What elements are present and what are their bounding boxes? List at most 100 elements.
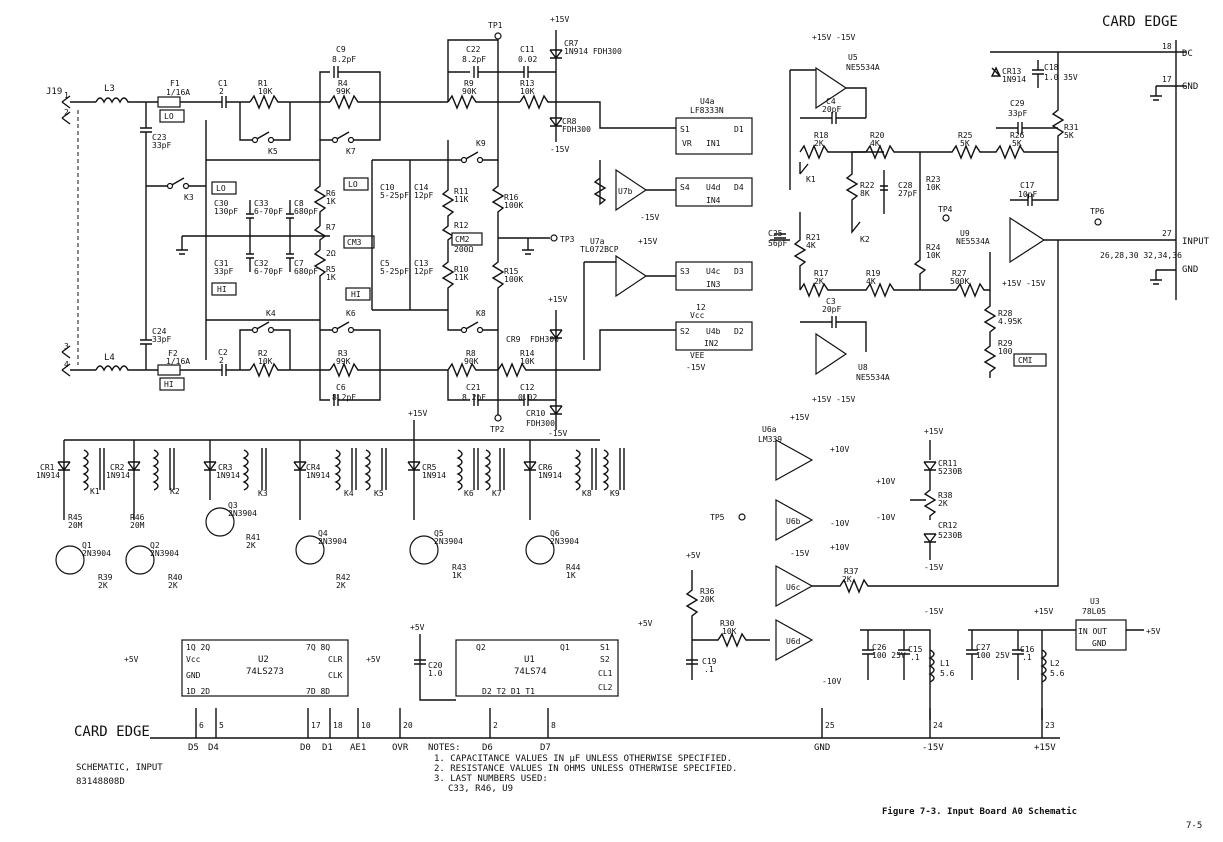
r19-value: 4K [866, 277, 876, 286]
q1-transistor [55, 545, 85, 575]
note-3-values: C33, R46, U9 [448, 784, 513, 794]
svg-text:3: 3 [64, 342, 69, 351]
power-section: -15V C26 100 25V C15 .1 L1 5.6 +15V C27 … [860, 597, 1161, 720]
c27-label: C27 [976, 643, 991, 652]
c1-label: C1 [218, 79, 228, 88]
c32-label: C32 [254, 259, 269, 268]
card-edge-pin-signal: GND [814, 743, 830, 753]
tp1-marker [494, 32, 502, 40]
cr4-label: CR4 [306, 463, 321, 472]
svg-text:U7b: U7b [618, 187, 633, 196]
r7-value: 2Ω [326, 249, 336, 258]
cr9-label: CR9 [506, 335, 521, 344]
c29-label: C29 [1010, 99, 1025, 108]
c16-value: .1 [1022, 653, 1032, 662]
k7-coil-label: K7 [492, 489, 502, 498]
r7-label: R7 [326, 223, 336, 232]
card-edge-pin-signal: AE1 [350, 743, 366, 753]
svg-text:+15V -15V: +15V -15V [1002, 279, 1046, 288]
r18-label: R18 [814, 131, 829, 140]
cr2-label: CR2 [110, 463, 125, 472]
svg-text:Q2: Q2 [476, 643, 486, 652]
tag-cmi: CMI [1018, 356, 1033, 365]
title-block: SCHEMATIC, INPUT 83148808D Figure 7-3. I… [76, 763, 1202, 831]
c3-label: C3 [826, 297, 836, 306]
cr10-value: FDH300 [526, 419, 555, 428]
tag-cm3: CM3 [347, 238, 362, 247]
r1-label: R1 [258, 79, 268, 88]
cr7-label: CR7 [564, 39, 579, 48]
c28-label: C28 [898, 181, 913, 190]
r24-label: R24 [926, 243, 941, 252]
r39-value: 2K [246, 541, 256, 550]
svg-text:D2 T2 D1 T1: D2 T2 D1 T1 [482, 687, 535, 696]
c13-value: 12pF [414, 267, 433, 276]
k4-coil-label: K4 [344, 489, 354, 498]
svg-text:IN OUT: IN OUT [1078, 627, 1107, 636]
r43-value: 20M [68, 521, 83, 530]
r21-value: 4K [806, 241, 816, 250]
tp5-label: TP5 [710, 513, 725, 522]
pin-27-num: 27 [1162, 229, 1172, 238]
q1-value: 2N3904 [82, 549, 111, 558]
q6-value: 2N3904 [550, 537, 579, 546]
svg-text:12: 12 [696, 303, 706, 312]
u3-value: 78L05 [1082, 607, 1106, 616]
r34-label: R36 [700, 587, 715, 596]
r5-value: 1K [326, 273, 336, 282]
svg-text:-15V: -15V [924, 563, 943, 572]
fuse-f1 [157, 96, 181, 108]
amp-section: U5 NE5534A +15V -15V C4 20pF R18 2K R20 … [768, 33, 1176, 404]
r22-value: 8K [860, 189, 870, 198]
svg-text:+15V -15V: +15V -15V [812, 33, 856, 42]
k8-label: K8 [476, 309, 486, 318]
notes-block: NOTES: 1. CAPACITANCE VALUES IN µF UNLES… [428, 743, 737, 794]
svg-text:+15V: +15V [548, 295, 567, 304]
c22-value: 8.2pF [462, 55, 486, 64]
cr2-value: 1N914 [106, 471, 130, 480]
r22-label: R22 [860, 181, 875, 190]
c8-label: C8 [294, 199, 304, 208]
svg-text:Q1: Q1 [560, 643, 570, 652]
cr3-label: CR3 [218, 463, 233, 472]
note-3: 3. LAST NUMBERS USED: [434, 774, 548, 784]
c17-value: 10pF [1018, 190, 1037, 199]
r15-label: R15 [504, 267, 519, 276]
c25-label: C25 [768, 229, 783, 238]
r30-value: 10K [722, 627, 737, 636]
tag-hi-2: HI [217, 285, 227, 294]
c14-value: 12pF [414, 191, 433, 200]
u1-value: 74LS74 [514, 667, 547, 677]
u5-opamp [815, 66, 848, 110]
r4-value: 99K [336, 87, 351, 96]
k8-coil-label: K8 [582, 489, 592, 498]
pin-gnd-label: GND [1182, 265, 1198, 275]
pin-18-label: DC [1182, 49, 1193, 59]
u6a-comparator [775, 438, 814, 482]
svg-text:-10V: -10V [876, 513, 895, 522]
r27-label: R27 [952, 269, 967, 278]
f1-label: F1 [170, 79, 180, 88]
c25-value: 56pF [768, 239, 787, 248]
svg-text:D1: D1 [734, 125, 744, 134]
svg-text:CL1: CL1 [598, 669, 613, 678]
cr6-label: CR6 [538, 463, 553, 472]
svg-text:1: 1 [64, 91, 69, 100]
c30-label: C30 [214, 199, 229, 208]
c33-value: 6-70pF [254, 207, 283, 216]
svg-text:+5V: +5V [124, 655, 139, 664]
c4-value: 20pF [822, 105, 841, 114]
u4a-label: U4a [700, 97, 715, 106]
card-edge-pin-signal: -15V [922, 743, 944, 753]
card-edge-pin-signal: D5 [188, 743, 199, 753]
q5-value: 2N3904 [434, 537, 463, 546]
u5-value: NE5534A [846, 63, 880, 72]
notes-heading: NOTES: [428, 743, 461, 753]
c21-value: 8.2pF [462, 393, 486, 402]
c6-label: C6 [336, 383, 346, 392]
c1-value: 2 [219, 87, 224, 96]
c9-label: C9 [336, 45, 346, 54]
card-edge-top-label: CARD EDGE [1102, 14, 1178, 30]
svg-text:+15V: +15V [1034, 607, 1053, 616]
